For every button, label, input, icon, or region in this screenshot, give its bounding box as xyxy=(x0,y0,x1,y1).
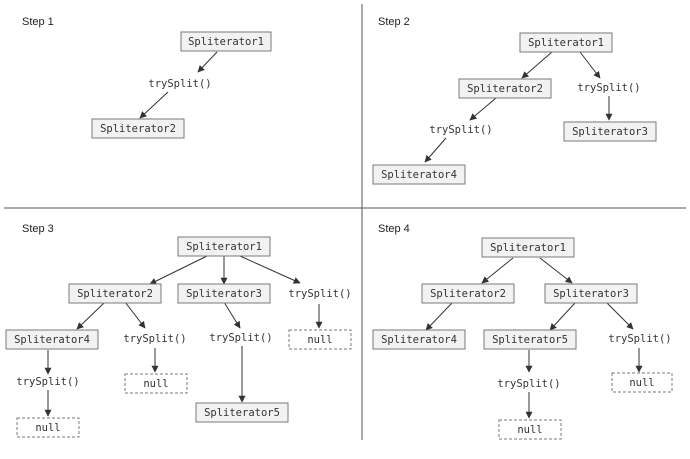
box-label: null xyxy=(307,334,332,346)
spliterator-box: Spliterator3 xyxy=(563,121,657,142)
spliterator-box: Spliterator3 xyxy=(544,283,638,304)
try-split-label: trySplit() xyxy=(209,332,272,344)
edge xyxy=(425,302,453,331)
box-label: Spliterator2 xyxy=(77,288,153,300)
step-2-panel: Spliterator1 Spliterator2 Spliterator3 S… xyxy=(372,32,657,185)
spliterator-box: Spliterator1 xyxy=(519,32,613,53)
box-label: null xyxy=(143,378,168,390)
step-1-panel: Spliterator1 Spliterator2 trySplit() xyxy=(91,31,272,139)
step-3-title: Step 3 xyxy=(22,223,54,235)
edge xyxy=(139,91,169,119)
edge xyxy=(521,51,553,79)
box-label: Spliterator2 xyxy=(430,288,506,300)
spliterator-box: Spliterator5 xyxy=(195,402,289,423)
spliterator-box: Spliterator5 xyxy=(483,329,577,350)
spliterator-box: Spliterator4 xyxy=(5,329,99,350)
null-box: null xyxy=(124,373,188,394)
try-split-label: trySplit() xyxy=(497,378,560,390)
spliterator-box: Spliterator1 xyxy=(177,236,271,257)
spliterator-box: Spliterator1 xyxy=(481,237,575,258)
box-label: null xyxy=(517,424,542,436)
spliterator-box: Spliterator4 xyxy=(372,329,466,350)
edge xyxy=(124,301,146,329)
box-label: Spliterator5 xyxy=(492,334,568,346)
edge xyxy=(197,51,218,73)
edge xyxy=(239,255,301,284)
step-2-title: Step 2 xyxy=(378,16,410,28)
edge xyxy=(424,137,447,163)
edge xyxy=(549,302,576,331)
spliterator-box: Spliterator1 xyxy=(180,31,272,52)
step-3-panel: Spliterator1 Spliterator2 Spliterator3 S… xyxy=(5,236,352,438)
null-box: null xyxy=(16,417,80,438)
spliterator-box: Spliterator2 xyxy=(458,78,552,99)
box-label: Spliterator4 xyxy=(14,334,90,346)
box-label: Spliterator1 xyxy=(188,36,264,48)
box-label: Spliterator2 xyxy=(100,123,176,135)
spliterator-box: Spliterator2 xyxy=(68,283,162,304)
edge xyxy=(76,301,106,330)
box-label: Spliterator4 xyxy=(381,334,457,346)
edge xyxy=(469,97,497,121)
try-split-label: trySplit() xyxy=(16,376,79,388)
null-box: null xyxy=(611,372,673,393)
box-label: Spliterator3 xyxy=(553,288,629,300)
spliterator-box: Spliterator2 xyxy=(421,283,515,304)
spliterator-box: Spliterator2 xyxy=(91,118,185,139)
null-box: null xyxy=(288,329,352,350)
step-1-title: Step 1 xyxy=(22,16,54,28)
box-label: Spliterator3 xyxy=(186,288,262,300)
step-4-panel: Spliterator1 Spliterator2 Spliterator3 S… xyxy=(372,237,673,440)
box-label: null xyxy=(629,377,654,389)
spliterator-box: Spliterator4 xyxy=(372,164,466,185)
null-box: null xyxy=(498,419,562,440)
edge xyxy=(579,51,601,79)
try-split-label: trySplit() xyxy=(123,333,186,345)
box-label: null xyxy=(35,422,60,434)
box-label: Spliterator5 xyxy=(204,407,280,419)
box-label: Spliterator1 xyxy=(490,242,566,254)
try-split-label: trySplit() xyxy=(288,288,351,300)
edge xyxy=(149,255,208,285)
box-label: Spliterator1 xyxy=(528,37,604,49)
edge xyxy=(481,257,514,284)
edge xyxy=(539,257,573,284)
box-label: Spliterator1 xyxy=(186,241,262,253)
spliterator-box: Spliterator3 xyxy=(177,283,271,304)
try-split-label: trySplit() xyxy=(608,333,671,345)
box-label: Spliterator2 xyxy=(467,83,543,95)
box-label: Spliterator3 xyxy=(572,126,648,138)
try-split-label: trySplit() xyxy=(577,82,640,94)
edge xyxy=(606,302,634,330)
edge xyxy=(223,301,241,329)
box-label: Spliterator4 xyxy=(381,169,457,181)
try-split-label: trySplit() xyxy=(429,124,492,136)
step-4-title: Step 4 xyxy=(378,223,410,235)
try-split-label: trySplit() xyxy=(148,78,211,90)
